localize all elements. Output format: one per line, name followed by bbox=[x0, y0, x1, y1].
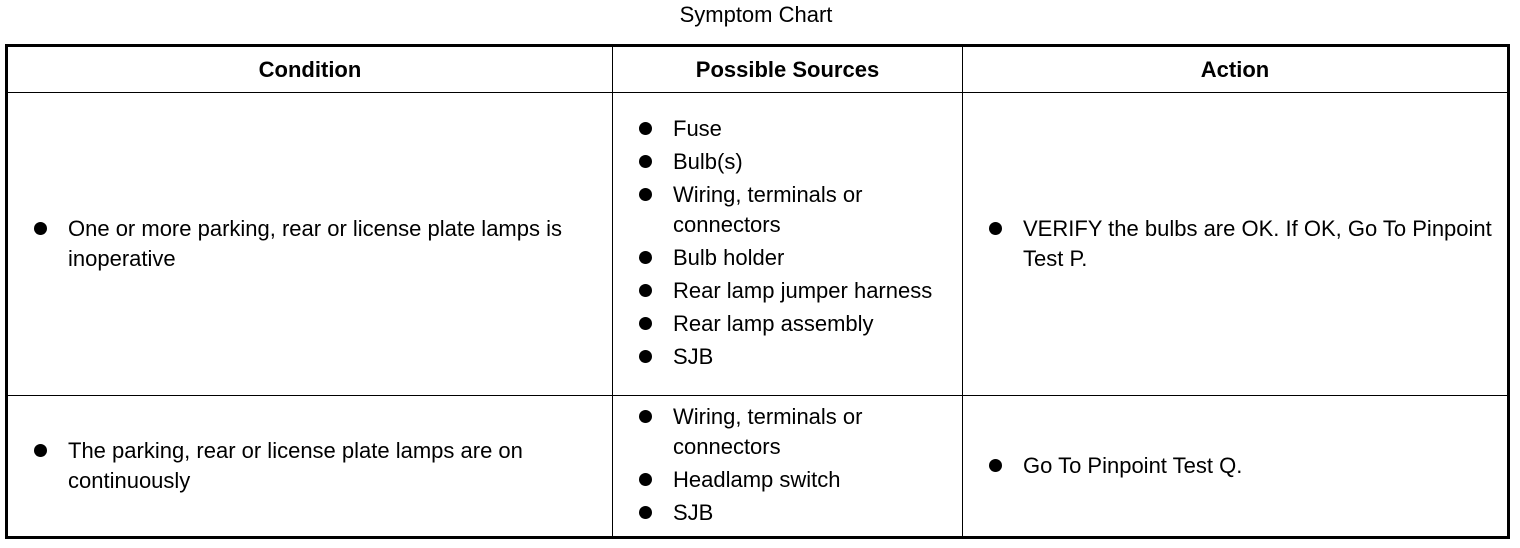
header-row: Condition Possible Sources Action bbox=[6, 45, 1509, 93]
bullet-icon bbox=[989, 459, 1002, 472]
bullet-icon bbox=[639, 409, 652, 423]
source-text: Fuse bbox=[673, 115, 722, 141]
bullet-icon bbox=[639, 154, 652, 168]
chart-title: Symptom Chart bbox=[679, 2, 833, 27]
source-item: Wiring, terminals or connectors bbox=[639, 402, 956, 462]
source-text: Rear lamp jumper harness bbox=[673, 277, 933, 303]
action-item: Go To Pinpoint Test Q. bbox=[989, 451, 1497, 481]
source-text: Wiring, terminals or connectors bbox=[673, 181, 863, 237]
bullet-icon bbox=[989, 222, 1002, 235]
header-action: Action bbox=[962, 45, 1509, 93]
source-text: Bulb holder bbox=[673, 244, 785, 270]
bullet-icon bbox=[639, 316, 652, 330]
condition-item: One or more parking, rear or license pla… bbox=[34, 214, 606, 274]
source-item: Bulb holder bbox=[639, 243, 956, 273]
sources-cell: Wiring, terminals or connectors Headlamp… bbox=[612, 395, 963, 538]
header-possible-sources: Possible Sources bbox=[612, 45, 963, 93]
source-text: SJB bbox=[673, 343, 714, 369]
bullet-icon bbox=[639, 349, 652, 363]
table-row: The parking, rear or license plate lamps… bbox=[6, 395, 1509, 538]
bullet-icon bbox=[639, 187, 652, 201]
condition-cell: One or more parking, rear or license pla… bbox=[6, 92, 613, 396]
source-text: SJB bbox=[673, 499, 714, 525]
source-item: Rear lamp jumper harness bbox=[639, 276, 956, 306]
condition-text: The parking, rear or license plate lamps… bbox=[68, 438, 523, 493]
bullet-icon bbox=[34, 444, 47, 457]
bullet-icon bbox=[639, 505, 652, 519]
source-text: Bulb(s) bbox=[673, 148, 743, 174]
bullet-icon bbox=[639, 250, 652, 264]
action-item: VERIFY the bulbs are OK. If OK, Go To Pi… bbox=[989, 214, 1497, 274]
source-item: Headlamp switch bbox=[639, 465, 956, 495]
header-condition: Condition bbox=[6, 45, 613, 93]
bullet-icon bbox=[639, 283, 652, 297]
source-text: Wiring, terminals or connectors bbox=[673, 403, 863, 459]
source-item: SJB bbox=[639, 342, 956, 372]
source-text: Rear lamp assembly bbox=[673, 310, 874, 336]
condition-text: One or more parking, rear or license pla… bbox=[68, 216, 562, 271]
source-item: Wiring, terminals or connectors bbox=[639, 180, 956, 240]
condition-item: The parking, rear or license plate lamps… bbox=[34, 436, 606, 496]
sources-cell: Fuse Bulb(s) Wiring, terminals or connec… bbox=[612, 92, 963, 396]
action-text: Go To Pinpoint Test Q. bbox=[1023, 453, 1243, 478]
symptom-table: Condition Possible Sources Action One or… bbox=[5, 44, 1510, 539]
bullet-icon bbox=[34, 222, 47, 235]
action-cell: Go To Pinpoint Test Q. bbox=[962, 395, 1509, 538]
condition-cell: The parking, rear or license plate lamps… bbox=[6, 395, 613, 538]
source-item: Fuse bbox=[639, 114, 956, 144]
bullet-icon bbox=[639, 472, 652, 486]
table-row: One or more parking, rear or license pla… bbox=[6, 92, 1509, 396]
source-item: SJB bbox=[639, 498, 956, 528]
source-item: Bulb(s) bbox=[639, 147, 956, 177]
source-item: Rear lamp assembly bbox=[639, 309, 956, 339]
bullet-icon bbox=[639, 121, 652, 135]
source-text: Headlamp switch bbox=[673, 466, 841, 492]
action-cell: VERIFY the bulbs are OK. If OK, Go To Pi… bbox=[962, 92, 1509, 396]
action-text: VERIFY the bulbs are OK. If OK, Go To Pi… bbox=[1023, 216, 1492, 271]
